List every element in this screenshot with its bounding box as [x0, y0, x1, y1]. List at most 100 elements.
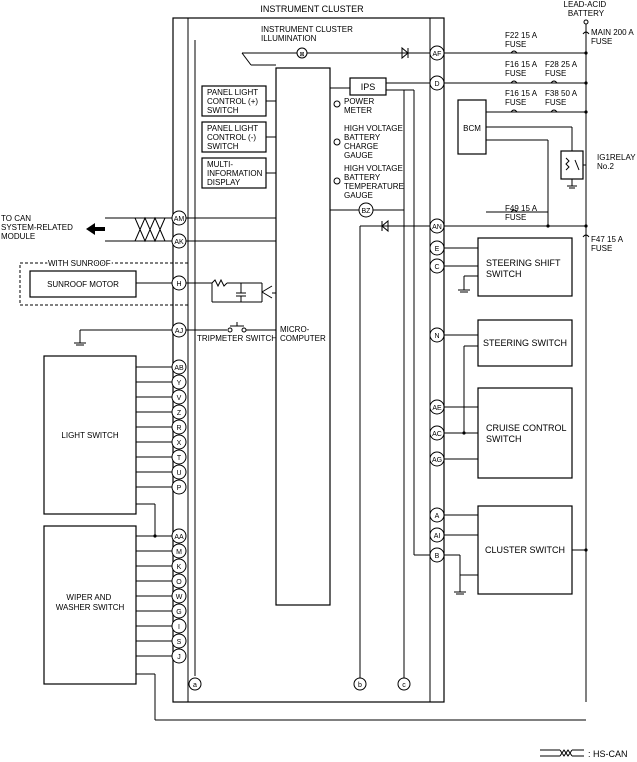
charge-gauge-icon: [333, 138, 341, 146]
ips-box: [349, 77, 387, 96]
svg-text:I: I: [178, 624, 180, 631]
panel-light-plus-label: PANEL LIGHT CONTROL (+) SWITCH: [207, 88, 260, 115]
power-meter-label: POWER METER: [344, 97, 376, 115]
left-pin-X: X: [171, 434, 187, 450]
fuse-f28-label: F28 25 A FUSE: [545, 60, 579, 78]
light-switch-label: LIGHT SWITCH: [61, 431, 118, 440]
connector-a: a: [188, 677, 202, 691]
can-twisted-pair-symbol: [134, 216, 166, 243]
right-pin-D: D: [429, 75, 445, 91]
svg-text:G: G: [176, 609, 181, 616]
connector-b: b: [353, 677, 367, 691]
fuse-f22-symbol: [510, 50, 518, 54]
fuse-f16b-label: F16 15 A FUSE: [505, 89, 539, 107]
svg-text:W: W: [176, 594, 183, 601]
microcomputer-block: [275, 67, 331, 606]
microcomputer-label: MICRO- COMPUTER: [280, 325, 326, 343]
diode-af-icon: [401, 46, 409, 60]
resistor-symbol: [211, 278, 228, 288]
fuse-f38-symbol: [550, 109, 558, 113]
svg-text:c: c: [402, 682, 406, 689]
right-pin-AG: AG: [429, 451, 445, 467]
svg-text:E: E: [435, 246, 440, 253]
main-fuse-label: MAIN 200 A FUSE: [591, 28, 635, 46]
bcm-label: BCM: [463, 124, 481, 133]
svg-text:M: M: [176, 549, 182, 556]
panel-light-minus-switch: [201, 121, 267, 153]
with-sunroof-label: WITH SUNROOF: [48, 259, 111, 268]
svg-text:AC: AC: [432, 431, 442, 438]
tripmeter-label: TRIPMETER SWITCH: [197, 334, 277, 343]
right-pin-E: E: [429, 240, 445, 256]
hs-can-legend-symbol: [540, 749, 584, 757]
diode-an-icon: [381, 219, 389, 233]
svg-text:V: V: [177, 395, 182, 402]
panel-light-plus-switch: [201, 85, 267, 117]
diagram-title: INSTRUMENT CLUSTER: [260, 4, 364, 14]
transistor-symbol: [261, 283, 276, 302]
fuse-f16a-label: F16 15 A FUSE: [505, 60, 539, 78]
svg-text:P: P: [177, 485, 182, 492]
battery-terminal: [583, 19, 589, 25]
svg-text:AF: AF: [433, 51, 442, 58]
svg-text:a: a: [193, 682, 197, 689]
svg-text:AA: AA: [174, 534, 184, 541]
svg-text:AJ: AJ: [175, 328, 183, 335]
svg-text:R: R: [176, 425, 181, 432]
right-pin-C: C: [429, 258, 445, 274]
fuse-f49-label: F49 15 A FUSE: [505, 204, 539, 222]
svg-text:X: X: [177, 440, 182, 447]
svg-text:AB: AB: [174, 365, 184, 372]
fuse-f28-symbol: [550, 80, 558, 84]
svg-text:S: S: [177, 639, 182, 646]
relay-coil-symbol: [565, 157, 570, 171]
sunroof-motor-label: SUNROOF MOTOR: [47, 280, 119, 289]
fuse-f16a-symbol: [510, 80, 518, 84]
fuse-f47-label: F47 15 A FUSE: [591, 235, 625, 253]
cruise-control-switch-box: [477, 387, 573, 479]
cluster-switch-box: [477, 505, 573, 595]
cluster-switch-label: CLUSTER SWITCH: [485, 545, 565, 555]
right-pin-A: A: [429, 507, 445, 523]
left-pin-G: G: [171, 603, 187, 619]
left-pin-V: V: [171, 389, 187, 405]
svg-text:b: b: [358, 682, 362, 689]
svg-text:D: D: [434, 81, 439, 88]
svg-text:U: U: [176, 470, 181, 477]
multi-information-display: [201, 157, 267, 189]
fuse-f16b-symbol: [510, 109, 518, 113]
temperature-gauge-icon: [333, 177, 341, 185]
svg-text:K: K: [177, 564, 182, 571]
wiper-washer-switch-box: [43, 525, 137, 685]
svg-text:AK: AK: [174, 239, 184, 246]
battery-label: LEAD-ACID BATTERY: [564, 0, 609, 18]
left-pin-S: S: [171, 633, 187, 649]
buzzer-label: BZ: [362, 208, 372, 215]
fuse-f38-label: F38 50 A FUSE: [545, 89, 579, 107]
cruise-control-switch-label: CRUISE CONTROL SWITCH: [486, 423, 569, 444]
svg-text:AN: AN: [432, 224, 442, 231]
svg-text:Z: Z: [177, 410, 182, 417]
left-pin-W: W: [171, 588, 187, 604]
main-fuse-symbol: [582, 31, 590, 35]
right-pin-AN: AN: [429, 218, 445, 234]
svg-text:AG: AG: [432, 457, 442, 464]
fuse-f47-symbol: [582, 234, 590, 238]
left-pin-AK: AK: [171, 233, 187, 249]
right-pin-AE: AE: [429, 399, 445, 415]
right-pin-AF: AF: [429, 45, 445, 61]
svg-text:N: N: [434, 333, 439, 340]
sunroof-motor-box: [29, 270, 137, 298]
left-pin-AB: AB: [171, 359, 187, 375]
steering-shift-switch-box: [477, 237, 573, 297]
power-meter-icon: [333, 100, 341, 108]
right-pin-N: N: [429, 327, 445, 343]
right-pin-AI: AI: [429, 527, 445, 543]
left-pin-AM: AM: [171, 210, 187, 226]
hs-can-legend-label: : HS-CAN: [588, 749, 628, 759]
svg-text:T: T: [177, 455, 182, 462]
temperature-gauge-label: HIGH VOLTAGE BATTERY TEMPERATURE GAUGE: [344, 164, 406, 200]
mid-label: MULTI- INFORMATION DISPLAY: [207, 160, 265, 187]
fuse-f22-label: F22 15 A FUSE: [505, 31, 539, 49]
